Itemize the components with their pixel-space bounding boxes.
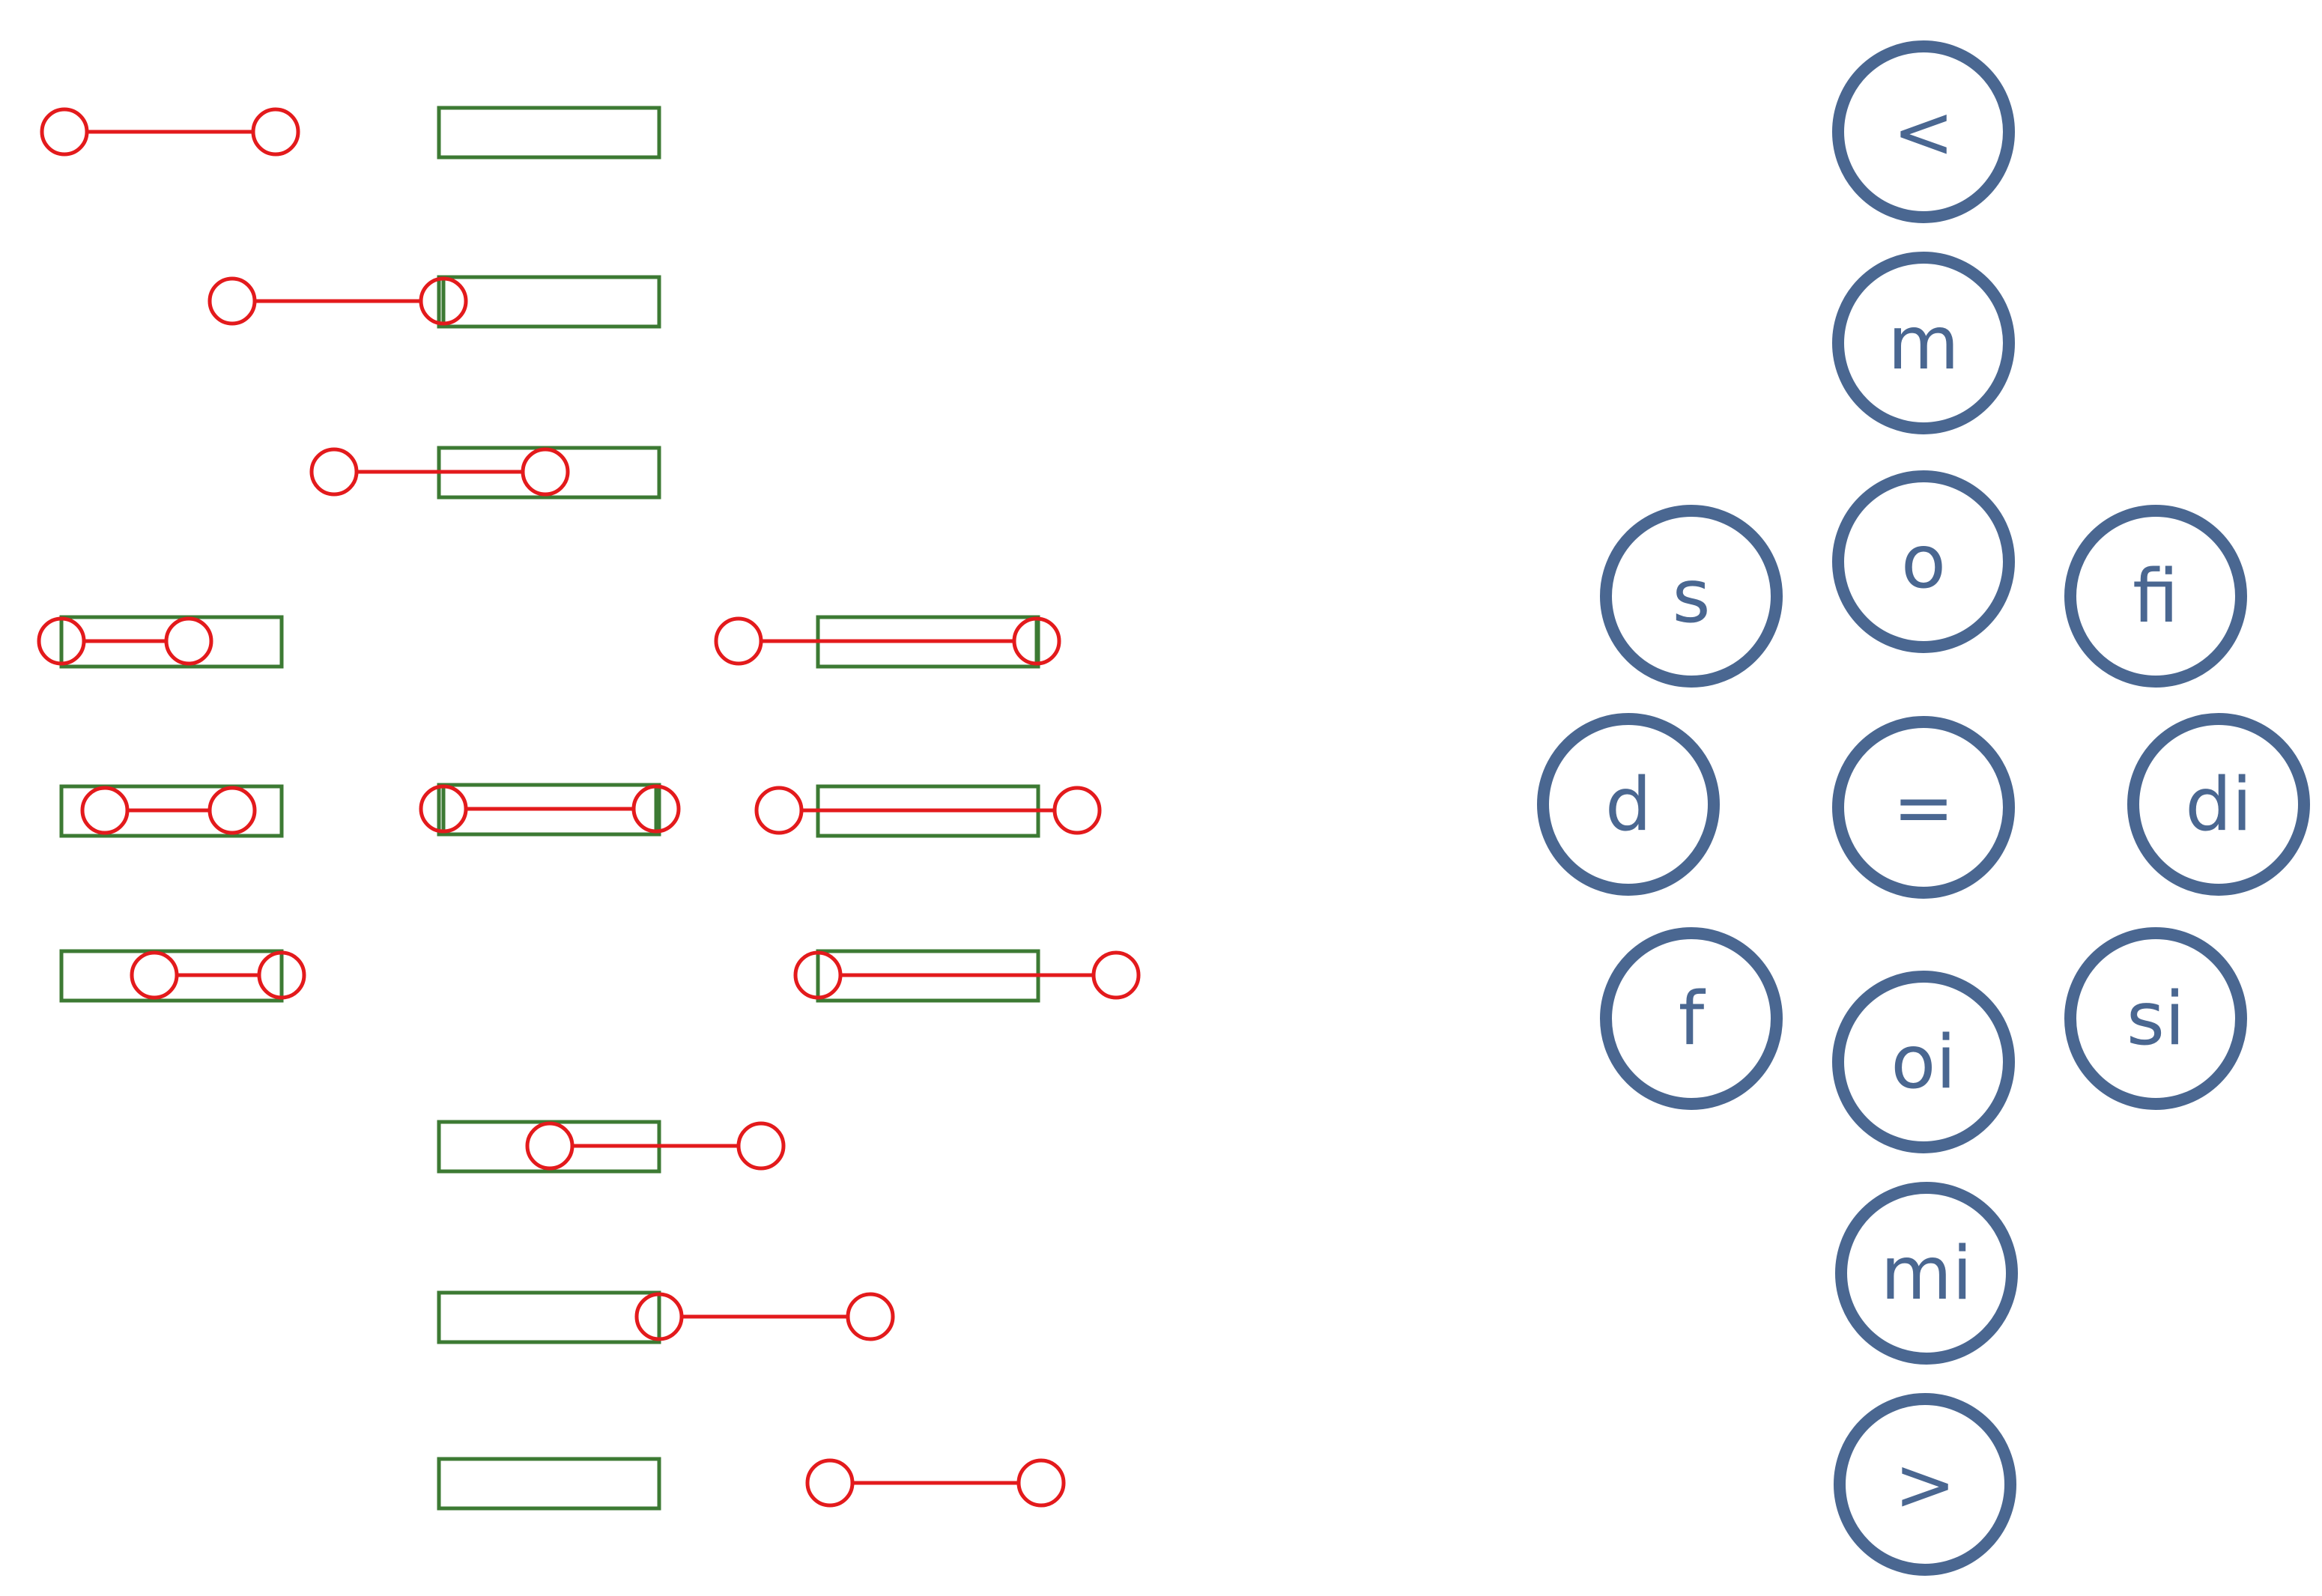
interval-end-point xyxy=(1091,950,1141,1000)
example-contains xyxy=(754,784,1102,838)
relation-label: mi xyxy=(1881,1231,1973,1317)
example-finishes xyxy=(59,949,306,1003)
relation-label: s xyxy=(1672,554,1710,640)
relation-node-met-by: mi xyxy=(1835,1182,2018,1365)
reference-interval xyxy=(437,1290,661,1344)
interval-end-point xyxy=(846,1292,895,1341)
interval-end-point xyxy=(631,784,681,834)
relation-label: > xyxy=(1894,1442,1956,1528)
interval-start-point xyxy=(207,276,257,326)
example-finished-by xyxy=(714,615,1061,669)
relation-label: < xyxy=(1893,90,1954,175)
relation-circle xyxy=(2127,713,2310,896)
interval-start-point xyxy=(805,1458,855,1508)
relation-circle xyxy=(1834,1393,2016,1576)
relation-circle xyxy=(2064,505,2247,688)
interval-start-point xyxy=(40,107,89,157)
interval-end-point xyxy=(251,107,300,157)
relation-examples xyxy=(37,106,1141,1511)
interval-start-point xyxy=(754,786,804,835)
relation-node-after: > xyxy=(1834,1393,2016,1576)
example-during xyxy=(59,784,284,838)
relation-circle xyxy=(1832,252,2015,434)
relation-node-starts: s xyxy=(1600,505,1783,688)
relation-label: m xyxy=(1888,301,1959,386)
relation-label: di xyxy=(2185,762,2252,848)
example-overlaps xyxy=(309,446,661,500)
relation-node-meets: m xyxy=(1832,252,2015,434)
relation-label: = xyxy=(1893,765,1954,851)
interval-start-point xyxy=(419,784,468,834)
interval-end-point xyxy=(521,447,570,497)
relation-node-equal: = xyxy=(1832,716,2015,899)
relation-circle xyxy=(1537,713,1720,896)
relation-circle xyxy=(1832,470,2015,653)
relation-circle xyxy=(1832,40,2015,223)
relation-node-overlapped-by: oi xyxy=(1832,971,2015,1153)
relation-circle xyxy=(1600,927,1783,1110)
relation-label: o xyxy=(1901,520,1946,605)
reference-interval xyxy=(59,784,284,838)
example-overlapped-by xyxy=(437,1120,786,1174)
relation-label: si xyxy=(2127,977,2185,1062)
relation-circle xyxy=(2064,927,2247,1110)
interval-start-point xyxy=(130,950,179,1000)
interval-start-point xyxy=(80,786,130,835)
interval-start-point xyxy=(37,616,86,666)
relation-node-during: d xyxy=(1537,713,1720,896)
interval-start-point xyxy=(634,1292,684,1341)
interval-end-point xyxy=(1012,616,1061,666)
interval-end-point xyxy=(1052,786,1102,835)
reference-interval xyxy=(437,783,661,837)
example-met-by xyxy=(437,1290,895,1344)
relation-node-finished-by: fi xyxy=(2064,505,2247,688)
relation-label: oi xyxy=(1891,1020,1956,1105)
interval-end-point xyxy=(164,616,213,666)
relation-circle xyxy=(1832,716,2015,899)
interval-start-point xyxy=(309,447,359,497)
interval-start-point xyxy=(525,1121,575,1171)
example-meets xyxy=(207,275,661,329)
reference-interval xyxy=(437,106,661,160)
relation-circle xyxy=(1832,971,2015,1153)
interval-end-point xyxy=(257,950,306,1000)
interval-start-point xyxy=(714,616,763,666)
relation-node-finishes: f xyxy=(1600,927,1783,1110)
relation-nodes: < m o s fi d = di f si oi mi > xyxy=(1537,40,2310,1576)
interval-end-point xyxy=(736,1121,786,1171)
relation-label: fi xyxy=(2132,554,2179,640)
interval-end-point xyxy=(419,276,468,326)
relation-node-overlaps: o xyxy=(1832,470,2015,653)
example-equal xyxy=(419,783,681,837)
relation-label: f xyxy=(1679,977,1706,1062)
example-starts xyxy=(37,615,284,669)
reference-interval xyxy=(437,275,661,329)
relation-circle xyxy=(1835,1182,2018,1365)
example-started-by xyxy=(793,949,1141,1003)
relation-node-started-by: si xyxy=(2064,927,2247,1110)
example-after xyxy=(437,1457,1066,1511)
interval-start-point xyxy=(793,950,843,1000)
relation-label: d xyxy=(1605,762,1652,848)
example-before xyxy=(40,106,661,160)
interval-end-point xyxy=(1016,1458,1066,1508)
relation-circle xyxy=(1600,505,1783,688)
interval-end-point xyxy=(207,786,257,835)
relation-node-contains: di xyxy=(2127,713,2310,896)
reference-interval xyxy=(437,1457,661,1511)
relation-node-before: < xyxy=(1832,40,2015,223)
